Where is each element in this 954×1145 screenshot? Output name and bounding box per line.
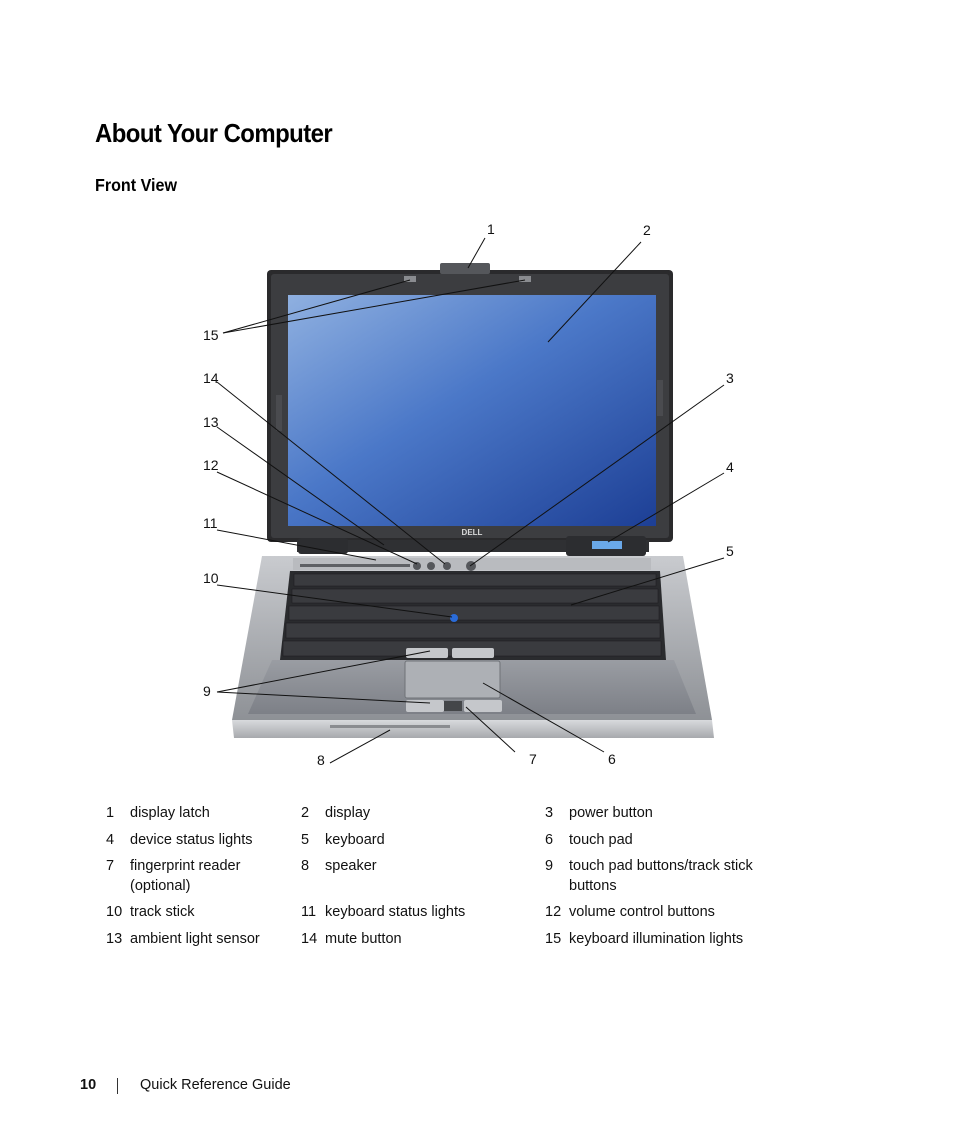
dell-logo: DELL: [462, 528, 483, 537]
touch-pad-button: [464, 700, 502, 712]
legend-number: 9: [545, 858, 554, 874]
legend-row: 4 device status lights 5 keyboard 6 touch p…: [100, 830, 800, 850]
legend-label: keyboard illumination lights: [569, 931, 744, 947]
keyboard-illumination-light: [519, 276, 531, 282]
callout-9: 9: [203, 683, 211, 699]
callout-5: 5: [726, 543, 734, 559]
legend-number: 5: [301, 832, 310, 848]
volume-control-button: [427, 562, 435, 570]
legend-label: display: [325, 805, 371, 821]
laptop-front-view-figure: DELL: [203, 221, 734, 768]
touch-pad-button: [406, 648, 448, 658]
legend-number: 8: [301, 858, 310, 874]
speaker: [330, 725, 450, 728]
legend-row: 1 display latch 2 display 3 power button: [100, 803, 800, 823]
device-status-lights: [592, 541, 622, 549]
keyboard-illumination-light: [404, 276, 416, 282]
callout-11: 11: [203, 515, 218, 531]
legend-number: 4: [106, 832, 115, 848]
legend-number: 11: [301, 904, 317, 920]
legend-row: 10 track stick 11 keyboard status lights 1…: [100, 902, 800, 922]
callout-14: 14: [203, 370, 219, 386]
legend-label: speaker: [325, 858, 377, 874]
callout-12: 12: [203, 457, 219, 473]
legend-label: display latch: [130, 805, 210, 821]
callout-2: 2: [643, 222, 651, 238]
legend-label: device status lights: [130, 832, 253, 848]
touch-pad-button: [406, 700, 444, 712]
callout-numbers: 1 2 3 4 5 6 7 8 9 10 11 12 13 14 15: [203, 221, 734, 768]
volume-control-button: [413, 562, 421, 570]
legend-number: 1: [106, 805, 115, 821]
legend-row: 13 ambient light sensor 14 mute button 15 k…: [100, 929, 800, 949]
legend-label: keyboard: [325, 832, 385, 848]
legend-label: volume control buttons: [569, 904, 715, 920]
callout-3: 3: [726, 370, 734, 386]
legend-number: 6: [545, 832, 554, 848]
fingerprint-reader: [444, 701, 462, 711]
callout-8: 8: [317, 752, 325, 768]
touch-pad-button: [452, 648, 494, 658]
legend-label: mute button: [325, 931, 402, 947]
legend-number: 7: [106, 858, 115, 874]
callout-10: 10: [203, 570, 219, 586]
display-screen: [288, 295, 656, 526]
footer-guide-title: Quick Reference Guide: [140, 1077, 291, 1093]
legend-number: 15: [545, 931, 562, 947]
legend-label: ambient light sensor: [130, 931, 260, 947]
legend-label: track stick: [130, 904, 195, 920]
legend-number: 14: [301, 931, 318, 947]
callout-6: 6: [608, 751, 616, 767]
callout-15: 15: [203, 327, 219, 343]
display-lid: DELL: [267, 263, 673, 556]
legend-label: fingerprint reader (optional): [130, 858, 241, 894]
touch-pad: [404, 660, 501, 699]
section-title: Front View: [95, 175, 178, 195]
legend-label: touch pad: [569, 832, 633, 848]
legend-label: power button: [569, 805, 653, 821]
callout-1: 1: [487, 221, 495, 237]
display-latch: [440, 263, 490, 274]
callout-7: 7: [529, 751, 537, 767]
legend-label: touch pad buttons/track stick buttons: [569, 858, 753, 894]
legend-number: 3: [545, 805, 554, 821]
page-number: 10: [80, 1077, 97, 1093]
callout-4: 4: [726, 459, 734, 475]
legend-number: 2: [301, 805, 310, 821]
footer-separator: [117, 1078, 118, 1094]
legend-number: 12: [545, 904, 562, 920]
page-title: About Your Computer: [95, 118, 333, 148]
track-stick: [450, 614, 458, 622]
keyboard-status-lights: [300, 564, 410, 567]
callout-13: 13: [203, 414, 219, 430]
legend-label: keyboard status lights: [325, 904, 466, 920]
callout-leader-lines: [216, 237, 725, 764]
legend-number: 13: [106, 931, 123, 947]
legend-number: 10: [106, 904, 123, 920]
